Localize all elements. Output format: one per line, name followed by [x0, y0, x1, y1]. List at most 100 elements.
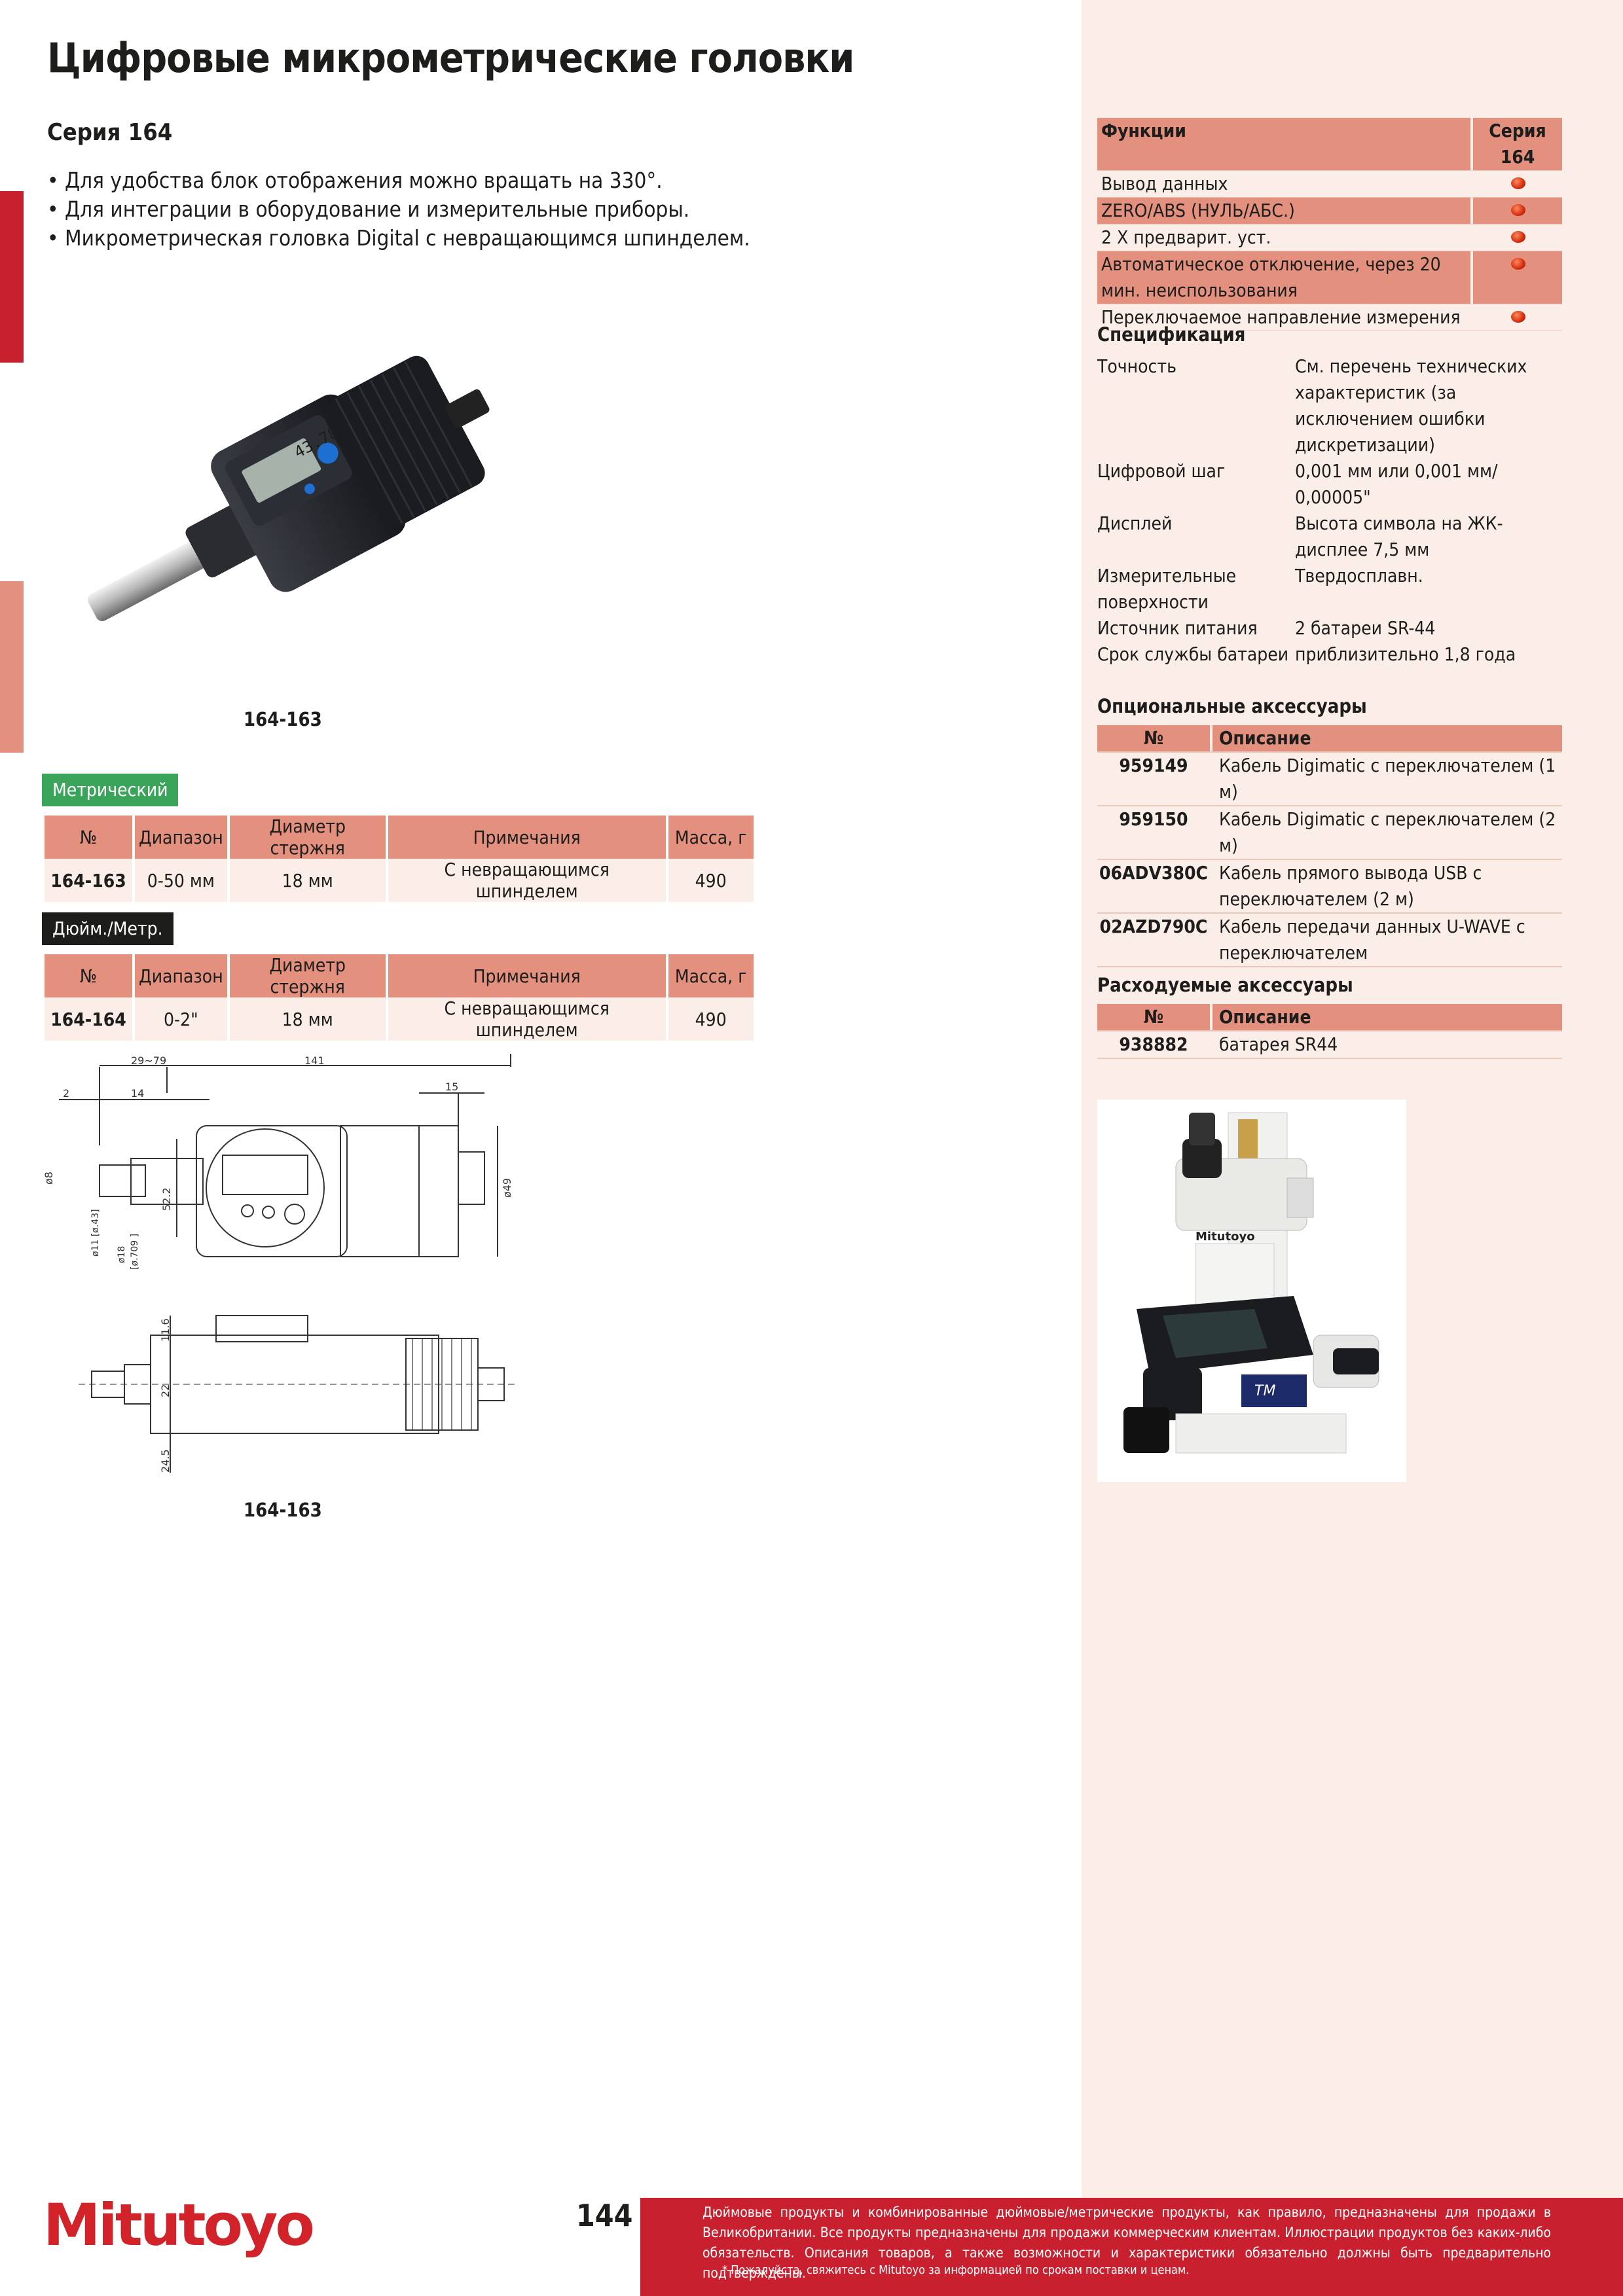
col-no: № — [45, 816, 132, 859]
functions-table: Функции Серия 164 Вывод данных ZERO/ABS … — [1097, 118, 1562, 331]
dim-label: ø49 — [501, 1178, 513, 1198]
spec-value: Твердосплавн. — [1295, 565, 1423, 586]
cell-desc: Кабель Digimatic с переключателем (2 м) — [1210, 806, 1562, 859]
spec-value: 0,001 мм или 0,001 мм/ 0,00005" — [1295, 460, 1498, 508]
table-row: 938882 батарея SR44 — [1097, 1031, 1562, 1059]
footer-note: * Пожалуйста, свяжитесь с Mitutoyo за ин… — [722, 2263, 1190, 2277]
cell-notes: С невращающимся шпинделем — [388, 997, 666, 1041]
series-heading: Серия 164 — [47, 119, 173, 146]
cell-notes: С невращающимся шпинделем — [388, 859, 666, 902]
cell-no: 164-164 — [45, 997, 132, 1041]
function-label: Вывод данных — [1101, 173, 1228, 194]
dim-label: [ø.709 ] — [130, 1234, 140, 1270]
cell-mass: 490 — [668, 997, 754, 1041]
feature-item: Для интеграции в оборудование и измерите… — [47, 195, 750, 224]
cell-desc: Кабель прямого вывода USB с переключател… — [1210, 860, 1562, 912]
microscope-brand: Mitutoyo — [1195, 1230, 1255, 1244]
dim-label: 141 — [304, 1054, 325, 1067]
spec-value: Высота символа на ЖК-дисплее 7,5 мм — [1295, 512, 1503, 560]
dim-label: ø18 — [117, 1246, 127, 1263]
col-mass: Масса, г — [668, 816, 754, 859]
cell-no: 959149 — [1119, 755, 1188, 776]
spec-row: Срок службы батареи приблизительно 1,8 го… — [1097, 641, 1562, 668]
col-no: № — [1097, 725, 1210, 751]
optional-header: № Описание — [1097, 725, 1562, 753]
cell-mass: 490 — [668, 859, 754, 902]
spec-key: Измерительные поверхности — [1097, 565, 1237, 613]
cell-desc: Кабель передачи данных U-WAVE с переключ… — [1210, 914, 1562, 966]
microscope-label: TM — [1254, 1383, 1275, 1399]
function-cell — [1473, 304, 1562, 331]
feature-list: Для удобства блок отображения можно вращ… — [47, 166, 750, 253]
cell-no: 938882 — [1119, 1033, 1188, 1055]
col-notes: Примечания — [388, 816, 666, 859]
function-label: Переключаемое направление измерения — [1101, 306, 1461, 328]
section-tab-salmon — [0, 581, 24, 753]
dim-label: 24.5 — [159, 1449, 172, 1473]
table-row: 164-164 0-2" 18 мм С невращающимся шпинд… — [45, 997, 754, 1041]
footer-band — [640, 2198, 1623, 2296]
mitutoyo-logo: Mitutoyo — [43, 2191, 315, 2259]
col-desc: Описание — [1210, 1004, 1562, 1030]
inch-tag: Дюйм./Метр. — [42, 912, 173, 945]
spec-value: См. перечень технических характеристик (… — [1295, 355, 1527, 456]
available-dot-icon — [1511, 177, 1525, 189]
cell-desc: Кабель Digimatic с переключателем (1 м) — [1210, 753, 1562, 805]
dim-label: 2 — [63, 1087, 69, 1100]
col-desc: Описание — [1210, 725, 1562, 751]
function-row: ZERO/ABS (НУЛЬ/АБС.) — [1097, 198, 1562, 224]
page-number: 144 — [576, 2198, 633, 2233]
col-notes: Примечания — [388, 954, 666, 997]
technical-drawing: 29~79 141 2 14 15 ø8 ø11 [ø.43] ø18 [ø.7… — [43, 1054, 517, 1473]
dim-label: 22 — [159, 1384, 172, 1397]
cell-range: 0-50 мм — [135, 859, 227, 902]
function-cell — [1470, 251, 1562, 304]
function-cell — [1470, 198, 1562, 224]
dim-label: 11.6 — [159, 1318, 172, 1342]
dim-label: ø11 [ø.43] — [90, 1209, 101, 1257]
cell-desc: батарея SR44 — [1210, 1031, 1562, 1058]
spec-key: Точность — [1097, 355, 1176, 377]
functions-header: Функции Серия 164 — [1097, 118, 1562, 171]
specification-heading: Спецификация — [1097, 323, 1246, 346]
spec-value: приблизительно 1,8 года — [1295, 643, 1516, 665]
page-title: Цифровые микрометрические головки — [47, 34, 854, 82]
feature-item: Для удобства блок отображения можно вращ… — [47, 166, 750, 195]
cell-no: 959150 — [1119, 808, 1188, 830]
footer-disclaimer: Дюймовые продукты и комбинированные дюйм… — [702, 2204, 1551, 2281]
table-row: 959150 Кабель Digimatic с переключателем … — [1097, 806, 1562, 860]
dim-label: 29~79 — [131, 1054, 166, 1067]
col-no: № — [1097, 1004, 1210, 1030]
available-dot-icon — [1511, 204, 1525, 216]
col-diameter: Диаметр стержня — [229, 954, 386, 997]
col-no: № — [45, 954, 132, 997]
micrometer-head-photo: 43.78 — [87, 355, 490, 622]
cell-no: 164-163 — [45, 859, 132, 902]
dim-label: 15 — [445, 1081, 458, 1093]
spec-key: Срок службы батареи — [1097, 643, 1289, 665]
inch-table: № Диапазон Диаметр стержня Примечания Ма… — [42, 954, 756, 1041]
cell-range: 0-2" — [135, 997, 227, 1041]
metric-tag: Метрический — [42, 774, 179, 806]
spec-key: Цифровой шаг — [1097, 460, 1226, 482]
consumable-header: № Описание — [1097, 1004, 1562, 1031]
function-label: Автоматическое отключение, через 20 мин.… — [1097, 251, 1470, 304]
metric-table: № Диапазон Диаметр стержня Примечания Ма… — [42, 816, 756, 902]
consumable-accessories: Расходуемые аксессуары № Описание 938882… — [1097, 974, 1562, 1059]
cell-no: 02AZD790C — [1099, 916, 1208, 937]
table-row: 164-163 0-50 мм 18 мм С невращающимся шп… — [45, 859, 754, 902]
function-label: 2 X предварит. уст. — [1101, 226, 1271, 248]
col-range: Диапазон — [135, 954, 227, 997]
function-row: Переключаемое направление измерения — [1097, 304, 1562, 331]
available-dot-icon — [1511, 311, 1525, 323]
spec-row: Цифровой шаг 0,001 мм или 0,001 мм/ 0,000… — [1097, 458, 1562, 511]
available-dot-icon — [1511, 231, 1525, 243]
cell-diameter: 18 мм — [229, 859, 386, 902]
function-row: 2 X предварит. уст. — [1097, 224, 1562, 251]
series-header-label: Серия 164 — [1470, 118, 1562, 170]
microscope-photo: Mitutoyo TM — [1097, 1100, 1406, 1482]
